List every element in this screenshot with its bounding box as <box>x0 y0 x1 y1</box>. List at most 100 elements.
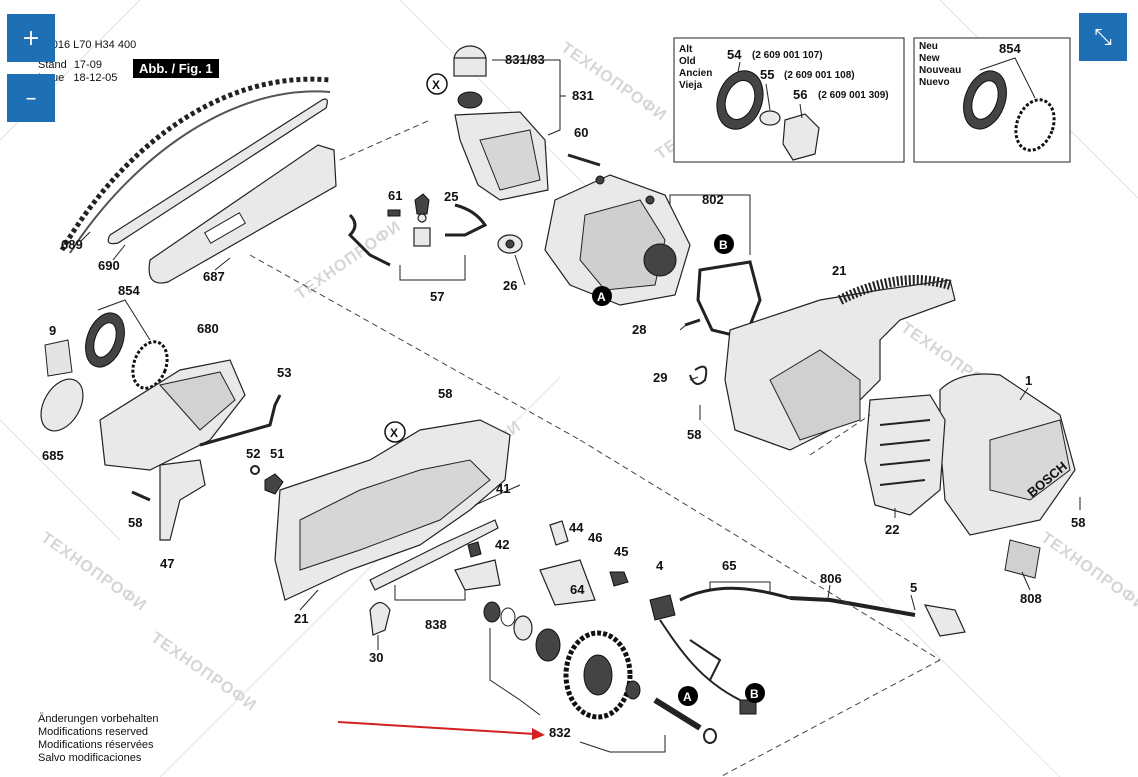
part-number-854-new: 854 <box>999 41 1021 56</box>
part-label: 29 <box>653 370 667 385</box>
part-label: 4 <box>656 558 664 573</box>
part-label: 689 <box>61 237 83 252</box>
part-label: 832 <box>549 725 571 740</box>
inset-new-sprocket-drawing <box>963 57 1056 152</box>
assembly-line <box>719 659 941 777</box>
part-label: 60 <box>574 125 588 140</box>
doc-number: F 016 L70 H34 400 <box>42 39 137 51</box>
slider-838 <box>369 519 499 591</box>
highlight-arrow <box>337 721 545 740</box>
part-label: 58 <box>687 427 701 442</box>
part-label: 61 <box>388 188 402 203</box>
footer-line: Modifications reserved <box>38 726 149 738</box>
lang-label: Old <box>679 56 696 67</box>
part-label: 57 <box>430 289 444 304</box>
svg-text:B: B <box>750 687 759 701</box>
clip-28 <box>684 318 701 327</box>
svg-text:X: X <box>432 78 440 92</box>
part-label: 831 <box>572 88 594 103</box>
part-label: 687 <box>203 269 225 284</box>
part-label: 52 <box>246 446 260 461</box>
inset-old-languages: Alt Old Ancien Vieja <box>679 44 712 91</box>
part-label: 46 <box>588 530 602 545</box>
assembly-line <box>339 119 431 161</box>
part-label: 831/83 <box>505 52 545 67</box>
inset-new-languages: Neu New Nouveau Nuevo <box>919 41 961 88</box>
switch-64 <box>539 559 596 606</box>
part-label: 9 <box>49 323 56 338</box>
ring-52 <box>250 465 260 475</box>
part-label: 28 <box>632 322 646 337</box>
footer-line: Modifications réservées <box>38 739 154 751</box>
watermark-text: ТЕХНОПРОФИ <box>293 218 405 303</box>
part-label: 45 <box>614 544 628 559</box>
lang-label: Neu <box>919 41 938 52</box>
lang-label: Vieja <box>679 80 703 91</box>
motor-assembly <box>544 174 691 306</box>
saw-chain <box>59 76 331 252</box>
part-labels: 831/83 831 60 802 61 25 26 57 689 690 68… <box>42 52 1085 740</box>
footer-line: Änderungen vorbehalten <box>38 713 159 725</box>
part-label: 680 <box>197 321 219 336</box>
stand-value: 17-09 <box>73 59 102 71</box>
part-label: 51 <box>270 446 284 461</box>
label-808 <box>1004 539 1041 579</box>
marker-a-gear: A <box>678 686 698 706</box>
gear-assembly-832 <box>483 601 717 744</box>
sprocket-854 <box>85 312 169 390</box>
watermark-text: ТЕХНОПРОФИ <box>148 629 260 714</box>
small-parts-61-25-26 <box>347 193 523 267</box>
part-label: 685 <box>42 448 64 463</box>
fit-screen-button[interactable]: ⤡ <box>1079 13 1127 61</box>
zoom-in-button[interactable]: + <box>7 14 55 62</box>
part-label: 22 <box>885 522 899 537</box>
button-45 <box>609 571 629 587</box>
part-label: 41 <box>496 481 510 496</box>
leader-lines <box>79 231 1081 650</box>
bracket-47 <box>159 459 206 541</box>
part-label: 64 <box>570 582 585 597</box>
assembly-line <box>579 439 941 661</box>
zoom-out-button[interactable]: – <box>7 74 55 122</box>
part-label: 58 <box>438 386 452 401</box>
lang-label: Ancien <box>679 68 712 79</box>
side-cover-22 <box>864 394 946 516</box>
marker-b-wiring: B <box>745 683 765 703</box>
plate-9 <box>44 339 73 377</box>
plus-icon: + <box>21 25 41 51</box>
oil-tank-assembly <box>453 45 549 201</box>
part-30 <box>369 601 391 636</box>
screw-58-left <box>131 490 151 502</box>
inset-old-sprocket-drawing <box>716 61 820 161</box>
lang-label: Nouveau <box>919 65 961 76</box>
assembly-line <box>809 414 871 456</box>
minus-icon: – <box>25 85 37 111</box>
saw-chain-inner <box>69 90 331 254</box>
part-number-54: 54 <box>727 47 742 62</box>
part-label: 42 <box>495 537 509 552</box>
part-code-55: (2 609 001 108) <box>784 70 855 81</box>
handle-housing-21 <box>724 275 956 451</box>
bar-cover-687 <box>148 144 337 284</box>
marker-x-housing: X <box>384 421 406 443</box>
lever-42 <box>454 559 501 591</box>
lever-53 <box>199 394 282 447</box>
spring-42 <box>467 541 482 558</box>
stand-row: Stand 17-09 <box>38 59 102 72</box>
stand-label: Stand <box>38 59 67 71</box>
part-label: 21 <box>294 611 308 626</box>
lang-label: New <box>919 53 940 64</box>
part-label: 690 <box>98 258 120 273</box>
svg-text:X: X <box>390 426 398 440</box>
part-number-56: 56 <box>793 87 807 102</box>
part-code-56: (2 609 001 309) <box>818 90 889 101</box>
screw-60 <box>567 153 601 167</box>
part-label: 854 <box>118 283 140 298</box>
cable-assembly <box>649 586 966 715</box>
chain-cover-680 <box>99 359 246 471</box>
part-label: 58 <box>1071 515 1085 530</box>
assembly-line <box>249 254 581 441</box>
part-label: 808 <box>1020 591 1042 606</box>
